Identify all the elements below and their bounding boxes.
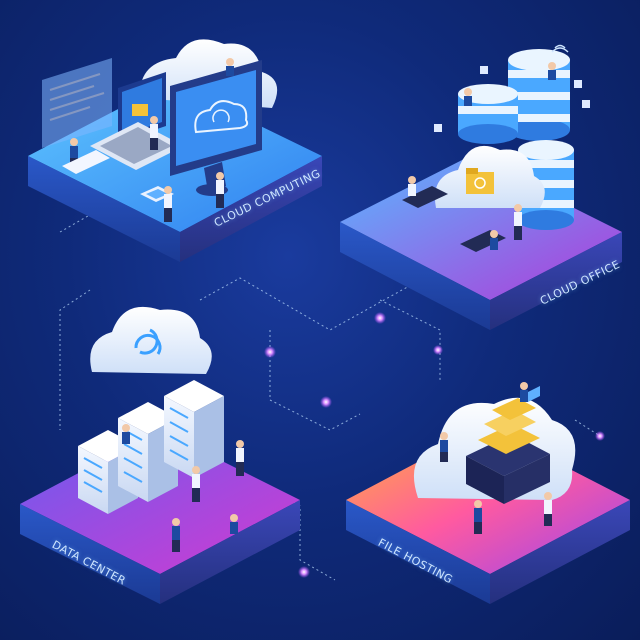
person-icon	[216, 172, 224, 208]
folder-icon	[466, 168, 494, 194]
person-icon	[520, 382, 528, 402]
person-icon	[192, 466, 200, 502]
database-icon	[508, 49, 570, 141]
person-icon	[230, 514, 238, 534]
laptop-icon	[528, 386, 540, 402]
person-icon	[440, 432, 448, 462]
sync-icon	[212, 109, 230, 123]
person-icon	[474, 500, 482, 534]
person-icon	[408, 176, 416, 196]
server-rack-icon	[164, 380, 224, 478]
person-icon	[464, 88, 472, 106]
platform-data-center	[20, 306, 300, 604]
sync-icon	[134, 333, 162, 355]
glow-dot	[320, 396, 332, 408]
person-icon	[150, 116, 158, 150]
person-icon	[236, 440, 244, 476]
folder-icon	[478, 398, 540, 454]
monitor-icon	[170, 60, 262, 196]
data-chip	[480, 66, 488, 74]
person-icon	[490, 230, 498, 250]
person-icon	[172, 518, 180, 552]
platform-cloud-computing	[28, 39, 322, 262]
desk	[402, 186, 448, 208]
platform-cloud-office	[340, 44, 622, 330]
wifi-icon	[551, 44, 569, 53]
person-icon	[548, 62, 556, 80]
glow-dot	[298, 566, 310, 578]
person-icon	[514, 204, 522, 240]
data-chip	[434, 124, 442, 132]
data-chip	[574, 80, 582, 88]
glow-dot	[595, 431, 605, 441]
platform-file-hosting	[346, 382, 630, 604]
data-chip	[582, 100, 590, 108]
glow-dot	[374, 312, 386, 324]
person-icon	[164, 186, 172, 222]
person-icon	[226, 58, 234, 76]
cloud-icon	[90, 306, 212, 374]
glow-dot	[264, 346, 276, 358]
desk	[62, 150, 110, 174]
floating-panel	[42, 58, 112, 148]
database-icon	[458, 84, 518, 144]
file-cabinet	[466, 434, 550, 504]
cloud-icon	[194, 100, 249, 134]
glow-dot	[433, 345, 443, 355]
person-icon	[544, 492, 552, 526]
person-icon	[122, 424, 130, 444]
